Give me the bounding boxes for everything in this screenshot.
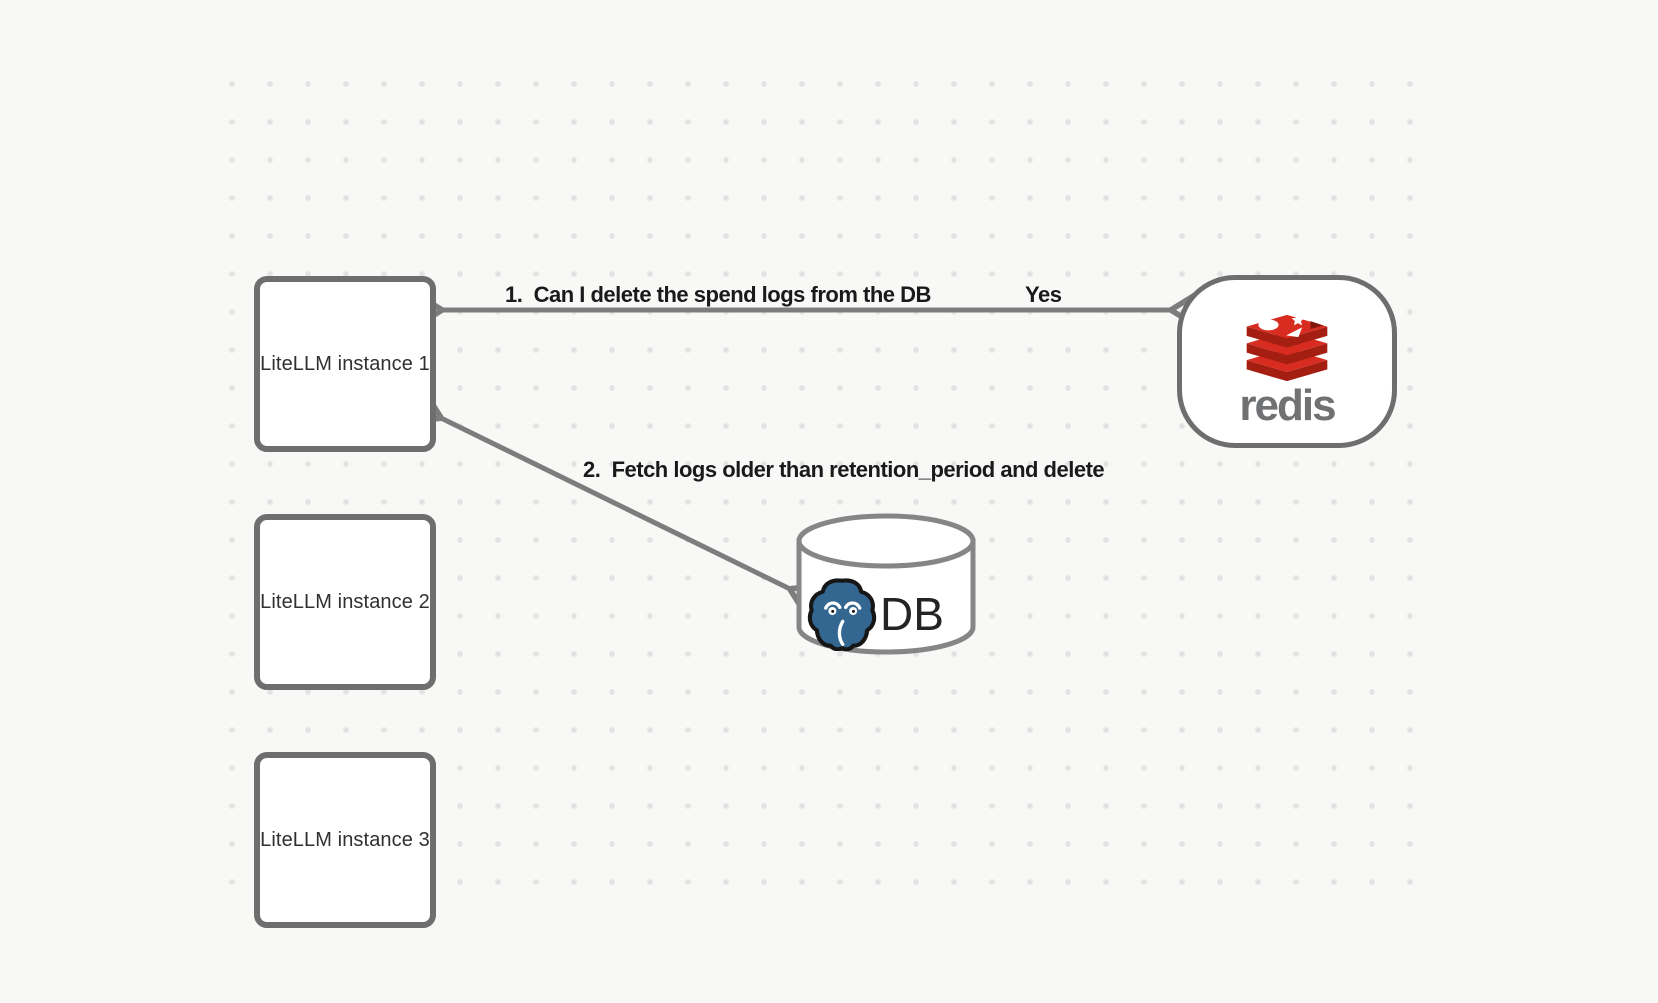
node-database[interactable]: DB <box>793 512 979 658</box>
node-litellm-instance-1[interactable]: LiteLLM instance 1 <box>254 276 436 452</box>
edge-label-fetch-delete[interactable]: 2. Fetch logs older than retention_perio… <box>583 457 1105 482</box>
redis-logo-icon <box>1246 313 1328 382</box>
database-content: DB <box>805 576 944 652</box>
edge-label-delete-question[interactable]: 1. Can I delete the spend logs from the … <box>505 282 931 307</box>
db-label: DB <box>880 588 944 640</box>
postgresql-logo-icon <box>807 578 877 651</box>
node-litellm-instance-3[interactable]: LiteLLM instance 3 <box>254 752 436 928</box>
arrow-fetch-delete[interactable] <box>411 392 820 615</box>
node-label: LiteLLM instance 3 <box>260 828 430 851</box>
redis-wordmark: redis <box>1239 381 1336 430</box>
node-redis[interactable]: redis <box>1177 275 1397 448</box>
node-litellm-instance-2[interactable]: LiteLLM instance 2 <box>254 514 436 690</box>
node-label: LiteLLM instance 1 <box>260 352 430 375</box>
edge-label-yes[interactable]: Yes <box>1025 282 1062 307</box>
node-label: LiteLLM instance 2 <box>260 590 430 613</box>
